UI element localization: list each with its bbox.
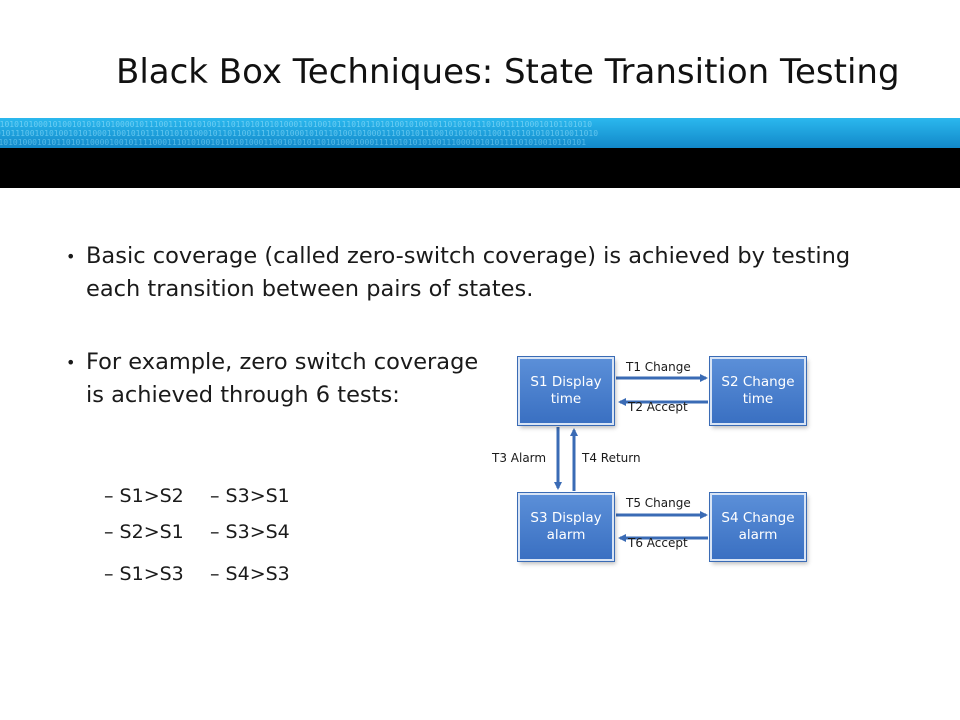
state-s4: S4 Change alarm [710, 493, 806, 561]
test-item: – S1>S3 [104, 563, 184, 585]
binary-banner-graphic: 1010101010001010010101010100001011100111… [0, 118, 960, 188]
test-item: – S3>S1 [210, 485, 290, 507]
transition-label-t4: T4 Return [582, 451, 641, 465]
state-s2: S2 Change time [710, 357, 806, 425]
state-transition-diagram: S1 Display time S2 Change time S3 Displa… [480, 345, 820, 575]
svg-text:101010101000101001010101010000: 1010101010001010010101010100001011100111… [0, 120, 592, 129]
test-item: – S1>S2 [104, 485, 184, 507]
transition-label-t5: T5 Change [626, 496, 691, 510]
bullet-marker: • [66, 247, 76, 266]
test-item: – S3>S4 [210, 521, 290, 543]
bullet-text: Basic coverage (called zero-switch cover… [86, 243, 851, 302]
transition-label-t6: T6 Accept [628, 536, 688, 550]
svg-text:110101010001010110101100001001: 1101010100010101101011000010010111100011… [0, 138, 586, 147]
transition-label-t3: T3 Alarm [492, 451, 547, 465]
bullet-zero-switch-coverage: • Basic coverage (called zero-switch cov… [66, 240, 866, 306]
state-s3: S3 Display alarm [518, 493, 614, 561]
bullet-text: For example, zero switch coverage is ach… [86, 349, 479, 408]
state-s1: S1 Display time [518, 357, 614, 425]
transition-label-t2: T2 Accept [628, 400, 688, 414]
test-item: – S4>S3 [210, 563, 290, 585]
test-item: – S2>S1 [104, 521, 184, 543]
slide-title: Black Box Techniques: State Transition T… [116, 52, 900, 92]
transition-label-t1: T1 Change [626, 360, 691, 374]
binary-banner: 1010101010001010010101010100001011100111… [0, 118, 960, 188]
transition-arrows [554, 374, 708, 542]
svg-text:010111001010100101010001100101: 0101110010101001010100011001010111101010… [0, 129, 598, 138]
bullet-example: • For example, zero switch coverage is a… [66, 346, 486, 412]
bullet-marker: • [66, 353, 76, 372]
